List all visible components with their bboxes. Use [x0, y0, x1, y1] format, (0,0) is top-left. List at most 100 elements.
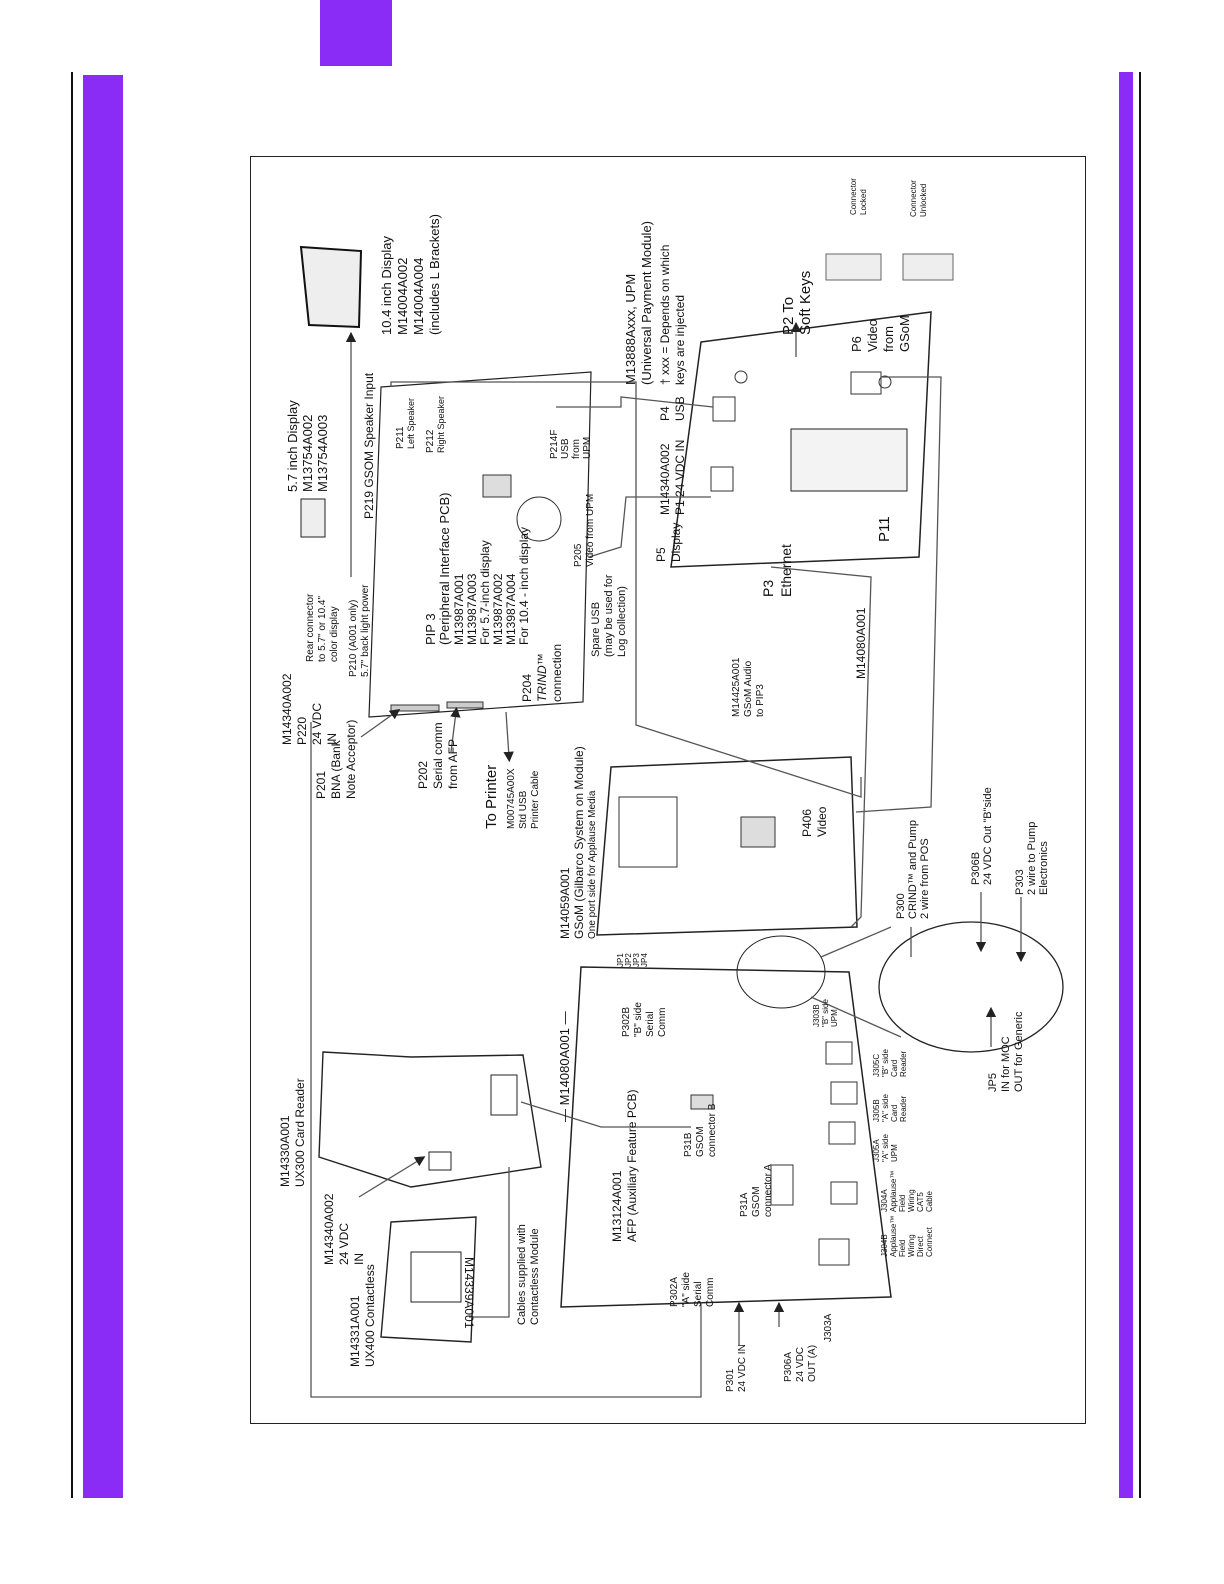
label-line: Spare USB: [590, 602, 602, 657]
label-line: "A" side: [681, 1272, 692, 1307]
label-line: P1 24 VDC IN: [673, 440, 687, 515]
gsom-chip: [740, 816, 776, 848]
afp-detail-ellipse-small: [736, 935, 826, 1009]
label-line: Std USB: [518, 790, 529, 829]
label-line: P31A: [739, 1192, 750, 1217]
label-p219: P219 GSOM Speaker Input: [362, 372, 376, 519]
label-line: Connect: [925, 1226, 934, 1257]
label-line: Video from UPM: [585, 494, 596, 567]
label-line: P205: [573, 543, 584, 567]
label-line: GSoM (Gilbarco System on Module): [572, 746, 586, 939]
label-line: M13987A001: [452, 573, 466, 645]
label-line: Reader: [899, 1095, 908, 1122]
label-line: to 5.7" or 10.4": [317, 596, 328, 662]
ux300-port: [490, 1074, 518, 1116]
label-line: 24 VDC IN: [737, 1344, 748, 1392]
label-line: P214F: [549, 430, 560, 459]
label-m14080-right: M14080A001: [854, 607, 868, 679]
afp-p31b-connector: [690, 1094, 714, 1110]
upm-p1-connector: [710, 466, 734, 492]
label-line: Card: [890, 1060, 899, 1077]
label-line: (includes L Brackets): [427, 214, 442, 335]
upm-board: [670, 311, 932, 568]
label-line: P204: [520, 674, 534, 702]
label-line: Right Speaker: [436, 396, 446, 453]
cable-upm-video: [588, 496, 711, 558]
label-ux400: M14331A001 UX400 Contactless: [348, 1264, 377, 1367]
label-line: 5.7" back light power: [360, 584, 371, 677]
label-line: UPM: [890, 1144, 899, 1162]
label-line: 24 VDC Out "B"side: [982, 787, 994, 885]
label-line: UX400 Contactless: [363, 1264, 377, 1367]
label-line: 5.7 inch Display: [285, 400, 300, 492]
label-line: Reader: [899, 1050, 908, 1077]
label-line: J304B: [880, 1234, 889, 1257]
label-line: 10.4 inch Display: [379, 236, 394, 335]
label-line: IN for MOC: [1000, 1036, 1012, 1092]
label-jp: JP1 JP2 JP3 JP4: [616, 953, 649, 967]
label-line: M13754A003: [315, 415, 330, 492]
label-j304a: J304A Applause™ Field Wiring CAT5 Cable: [880, 1171, 934, 1212]
display-5-7-inch: [300, 498, 326, 538]
label-line: 24 VDC: [310, 703, 324, 745]
cable-detail-link: [810, 996, 902, 1038]
label-line: To Printer: [483, 765, 500, 829]
label-p202: P202 Serial comm from AFP: [416, 722, 460, 789]
label-j304b: J304B Applause™ Field Wiring Direct Conn…: [880, 1216, 934, 1257]
label-line: connector B: [707, 1103, 718, 1157]
label-line: P6: [849, 336, 864, 352]
left-accent-bar: [83, 75, 123, 1498]
label-line: P3: [760, 580, 776, 597]
label-rear-connector: Rear connector to 5.7" or 10.4" color di…: [305, 593, 340, 662]
label-p301: P301 24 VDC IN: [725, 1344, 748, 1392]
label-line: keys are injected: [673, 295, 687, 385]
label-line: connector A: [763, 1164, 774, 1217]
label-line: M13987A002: [491, 573, 505, 645]
label-jp5: JP5 IN for MOC OUT for Generic: [987, 1011, 1025, 1092]
label-line: JP3: [632, 953, 641, 967]
label-line: J304A: [880, 1189, 889, 1212]
gsom-board: [596, 756, 858, 936]
cable-pip3-to-upm-usb: [556, 396, 714, 408]
top-accent-tab: [320, 0, 392, 66]
label-line: Ethernet: [778, 544, 794, 597]
label-m14340-card: M14340A002 24 VDC IN: [322, 1193, 366, 1265]
label-line: 2 wire from POS: [919, 838, 931, 919]
label-line: UX300 Card Reader: [293, 1078, 307, 1187]
label-line: M14004A002: [395, 258, 410, 335]
label-line: USB: [560, 438, 571, 459]
label-line: M00745A00X: [506, 768, 517, 829]
cable-p6-video-to-gsom: [855, 376, 942, 813]
label-line: M14330A001: [278, 1115, 292, 1187]
label-line: Card: [890, 1105, 899, 1122]
label-line: JP2: [624, 953, 633, 967]
label-p31a: P31A GSOM connector A: [739, 1164, 774, 1217]
label-m14340-p220: M14340A002 P220 24 VDC IN: [280, 673, 339, 745]
label-line: M13987A003: [465, 573, 479, 645]
label-p204: P204 TRIND™ connection: [520, 644, 564, 702]
afp-rj-jack: [830, 1181, 858, 1205]
label-line: from: [571, 439, 582, 459]
label-line: Applause™: [889, 1171, 898, 1212]
left-border-rule: [71, 72, 73, 1498]
label-p2: P2 To Soft Keys: [780, 271, 814, 335]
pip3-board: [368, 371, 592, 718]
label-p406: P406 Video: [800, 806, 829, 837]
label-m14425: M14425A001 GSoM Audio to PIP3: [731, 657, 766, 717]
label-line: CAT5: [916, 1192, 925, 1212]
label-line: from AFP: [446, 739, 460, 789]
label-j305c: J305C "B" side Card Reader: [872, 1049, 908, 1077]
gsom-heatsink: [618, 796, 678, 868]
label-line: Connector: [909, 180, 918, 217]
afp-rj-jack: [830, 1081, 858, 1105]
label-line: TRIND™: [535, 653, 549, 702]
upm-mount-hole: [734, 370, 748, 384]
label-line: Wiring: [907, 1189, 916, 1212]
label-line: from: [881, 326, 896, 352]
label-line: JP1: [616, 953, 625, 967]
label-line: Field: [898, 1240, 907, 1257]
label-line: P300: [895, 893, 907, 919]
cable-p201-arrow: [360, 708, 401, 738]
label-line: Applause™: [889, 1216, 898, 1257]
afp-detail-ellipse-large: [878, 921, 1064, 1053]
